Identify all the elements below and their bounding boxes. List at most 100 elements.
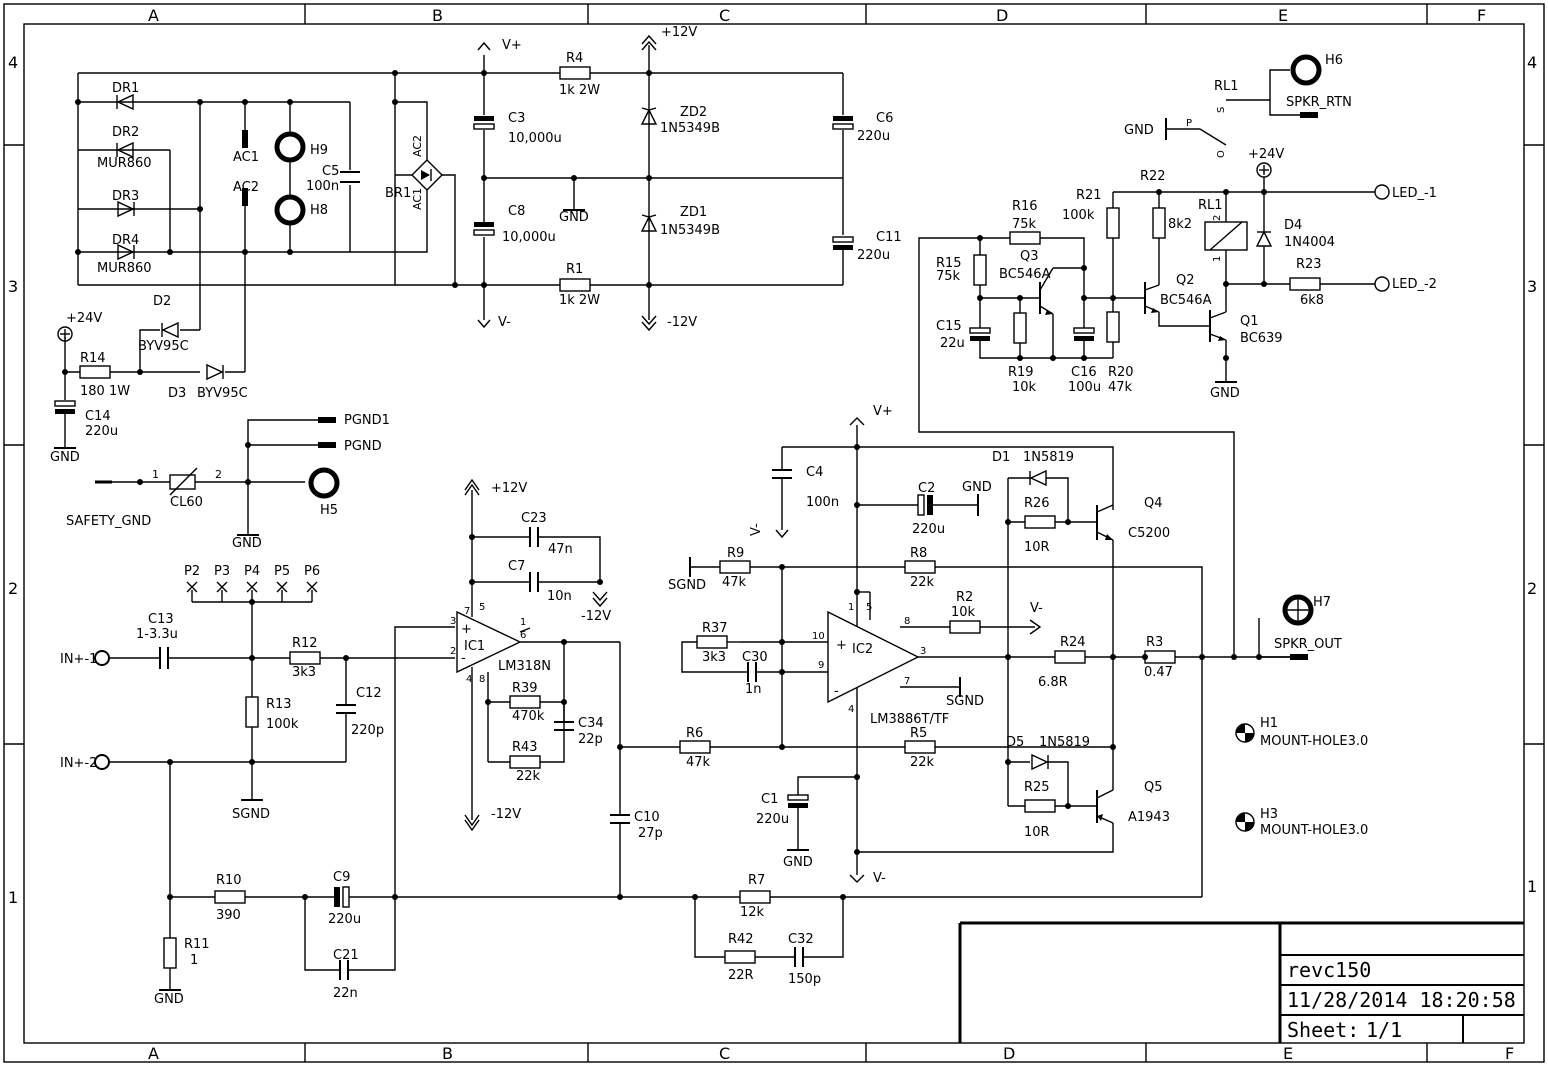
drawing-frame — [3, 3, 1545, 1063]
led2-label: LED_-2 — [1392, 277, 1437, 292]
c6-value: 220u — [857, 129, 890, 144]
sgnd-label: SGND — [232, 807, 270, 822]
col-label: B — [442, 1044, 453, 1063]
aux-supply-section: +24V R14 180 1W C14 220u GND D2 BYV95C D… — [50, 294, 248, 465]
c32-label: C32 — [788, 932, 814, 947]
p12-label: +12V — [491, 481, 527, 496]
ic1-pin8: 8 — [479, 674, 485, 685]
ac1-label: AC1 — [233, 150, 259, 165]
rl1-o-label: O — [1216, 150, 1227, 158]
ic2-minus: - — [834, 684, 839, 699]
sgnd-label: SGND — [668, 578, 706, 593]
cl60-label: CL60 — [170, 495, 203, 510]
r2-label: R2 — [956, 590, 973, 605]
gnd-label: GND — [154, 992, 184, 1007]
zd1-label: ZD1 — [680, 205, 707, 220]
p24-label: +24V — [1248, 147, 1284, 162]
c7-label: C7 — [508, 559, 525, 574]
d1-label: D1 — [992, 450, 1010, 465]
d5-value: 1N5819 — [1039, 735, 1090, 750]
br1-ac2-label: AC2 — [411, 135, 424, 157]
q4-label: Q4 — [1144, 496, 1163, 511]
c2-value: 220u — [912, 522, 945, 537]
c14-value: 220u — [85, 424, 118, 439]
dr2-value: MUR860 — [97, 156, 152, 171]
q2-label: Q2 — [1176, 273, 1195, 288]
c10-label: C10 — [634, 810, 660, 825]
c12-value: 220p — [351, 723, 384, 738]
rl1-label: RL1 — [1214, 79, 1239, 94]
gnd-label-2: GND — [783, 855, 813, 870]
m12-label-2: -12V — [581, 609, 611, 624]
r14-value: 180 1W — [80, 384, 130, 399]
lm3886-label: LM3886T/TF — [870, 712, 949, 727]
design-datetime: 11/28/2014 18:20:58 — [1287, 988, 1516, 1012]
col-label: C — [719, 1044, 730, 1063]
r26-label: R26 — [1024, 496, 1050, 511]
h8-label: H8 — [310, 203, 328, 218]
row-label: 1 — [1527, 877, 1537, 896]
ic1-pin3: 3 — [450, 616, 456, 627]
r6-value: 47k — [686, 755, 711, 770]
r39-value: 470k — [512, 709, 545, 724]
h6-label: H6 — [1325, 53, 1343, 68]
r8-label: R8 — [910, 546, 927, 561]
c7-value: 10n — [547, 589, 572, 604]
d3-label: D3 — [168, 386, 186, 401]
c8-value: 10,000u — [502, 230, 556, 245]
r3-label: R3 — [1146, 635, 1163, 650]
c30-value: 1n — [745, 682, 762, 697]
c14-label: C14 — [85, 409, 111, 424]
c16-label: C16 — [1071, 365, 1097, 380]
p3-label: P3 — [214, 564, 230, 579]
q5-label: Q5 — [1144, 780, 1163, 795]
c4-value: 100n — [806, 495, 839, 510]
r7-value: 12k — [740, 905, 765, 920]
d1-value: 1N5819 — [1023, 450, 1074, 465]
r12-label: R12 — [292, 636, 318, 651]
ic1-label: IC1 — [464, 639, 485, 654]
r10-value: 390 — [216, 908, 241, 923]
ic1-pin5: 5 — [479, 602, 485, 613]
row-label: 4 — [1527, 53, 1537, 72]
gnd-label: GND — [232, 536, 262, 551]
lm318-label: LM318N — [498, 659, 551, 674]
led1-label: LED_-1 — [1392, 186, 1437, 201]
zd2-value: 1N5349B — [660, 121, 720, 136]
dr3-label: DR3 — [112, 189, 139, 204]
r16-label: R16 — [1012, 199, 1038, 214]
h9-label: H9 — [310, 143, 328, 158]
c10-value: 27p — [638, 826, 663, 841]
col-label: A — [148, 1044, 159, 1063]
br1-ac1-label: AC1 — [411, 188, 424, 210]
r43-label: R43 — [512, 740, 538, 755]
c1-value: 220u — [756, 812, 789, 827]
col-label: F — [1477, 6, 1486, 25]
r19-value: 10k — [1012, 380, 1037, 395]
col-label: E — [1278, 6, 1288, 25]
c3-value: 10,000u — [508, 131, 562, 146]
protection-section: +24V R22 8k2 R21 100k RL1 2 1 D4 1N4004 … — [936, 147, 1437, 401]
c34-value: 22p — [578, 732, 603, 747]
r4-value: 1k 2W — [559, 83, 600, 98]
p4-label: P4 — [244, 564, 260, 579]
q1-label: Q1 — [1240, 314, 1259, 329]
r25-value: 10R — [1024, 825, 1050, 840]
d4-label: D4 — [1284, 218, 1302, 233]
ic2-pin9: 9 — [818, 660, 824, 671]
r25-label: R25 — [1024, 780, 1050, 795]
h5-label: H5 — [320, 503, 338, 518]
c2-label: C2 — [918, 481, 935, 496]
r15-value: 75k — [936, 269, 961, 284]
c5-value: 100n — [306, 179, 339, 194]
c32-value: 150p — [788, 972, 821, 987]
zd2-label: ZD2 — [680, 105, 707, 120]
rl1-coil-label: RL1 — [1198, 198, 1223, 213]
safety-ground-section: PGND1 PGND H5 1 2 CL60 SAFETY_GND GND — [66, 413, 390, 551]
ic2-label: IC2 — [852, 642, 873, 657]
r9-label: R9 — [727, 546, 744, 561]
row-label: 3 — [1527, 277, 1537, 296]
r43-value: 22k — [516, 769, 541, 784]
